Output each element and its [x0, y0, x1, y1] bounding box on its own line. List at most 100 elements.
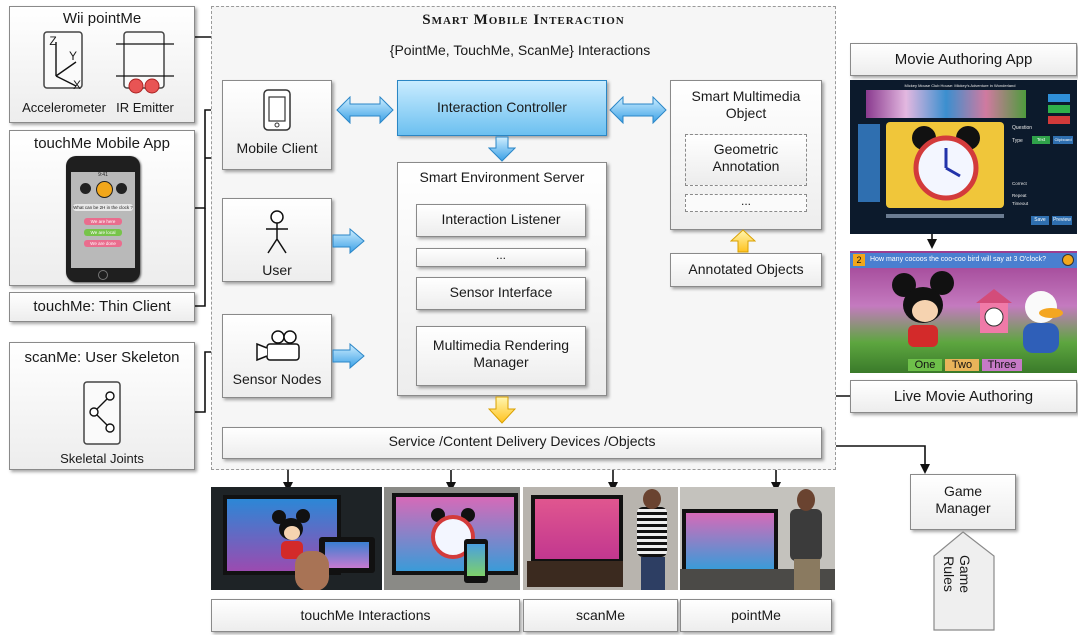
mickey-icon [892, 271, 954, 347]
game-rules-shape [933, 531, 995, 631]
ir-emitter-icon [116, 31, 174, 94]
interaction-listener-label: Interaction Listener [441, 211, 561, 227]
tv-screen-2 [392, 493, 518, 575]
live-movie-authoring-label: Live Movie Authoring [893, 388, 1034, 405]
person-legs [641, 557, 665, 590]
donald-icon [1023, 291, 1063, 353]
mickey-tv-icon [272, 509, 310, 559]
interaction-listener-box [416, 204, 586, 237]
pointme-photo [680, 487, 835, 590]
form-question-label: Question [1012, 125, 1033, 131]
phone-answer-2: We are local [84, 229, 122, 236]
touchme-photo-2 [384, 487, 520, 590]
touchme-app-title: touchMe Mobile App [34, 135, 170, 152]
touchme-interactions-caption-box [211, 599, 520, 632]
movie-app-title: Mickey Mouse Club House: Mickey's Advent… [904, 83, 1016, 88]
server-ellipsis-label: ... [495, 248, 506, 262]
accelerometer-icon [43, 31, 83, 89]
delivery-to-game-line [824, 441, 930, 474]
game-manager-box [910, 474, 1016, 530]
sensor-interface-box [416, 277, 586, 310]
smo-ellipsis-label: ... [740, 194, 751, 208]
quiz-question-bar [850, 253, 1077, 268]
form-text-button: Text [1032, 136, 1050, 144]
delivery-devices-box [222, 427, 822, 459]
thumbnail-strip [866, 90, 1026, 118]
form-clipboard-button: Clipboard [1053, 136, 1073, 144]
user-label: User [262, 262, 292, 278]
camera-icon [256, 330, 300, 362]
skeletal-joints-icon [83, 381, 121, 445]
hand-shape [295, 551, 329, 590]
touchme-photo-1 [211, 487, 382, 590]
person-shirt [637, 507, 667, 557]
game-rules-label: Game Rules [941, 554, 973, 594]
form-preview-button: Preview [1052, 216, 1072, 225]
cuckoo-clock-icon [976, 289, 1012, 333]
quiz-option-2: Two [945, 359, 979, 371]
frame-title: Smart Mobile Interaction [422, 12, 625, 28]
form-correct-label: Correct [1012, 181, 1027, 186]
interaction-controller-box [397, 80, 607, 136]
app-timeline [886, 214, 1004, 218]
tablet-screen [325, 542, 369, 568]
controller-smo-arrow-icon [609, 96, 667, 124]
server-ellipsis-box [416, 248, 586, 267]
mobile-client-label: Mobile Client [236, 140, 318, 156]
user-icon [266, 210, 288, 254]
client-controller-arrow-icon [336, 96, 394, 124]
clock-tv-icon [431, 508, 475, 559]
quiz-play-icon [1062, 254, 1074, 266]
movie-authoring-app-box [850, 43, 1077, 76]
annotated-to-smo-arrow-icon [730, 229, 756, 253]
pointme-caption: pointMe [731, 607, 781, 623]
sensor-nodes-label: Sensor Nodes [232, 371, 322, 387]
phone-screen-photo [467, 544, 485, 576]
tablet-icon [263, 89, 291, 131]
multimedia-rendering-manager-label: Multimedia Rendering Manager [432, 337, 570, 370]
quiz-number: 2 [853, 254, 865, 266]
phone-next-button-icon [116, 183, 127, 194]
app-side-button-1 [1048, 94, 1070, 102]
tv-screen-3 [531, 495, 623, 563]
phone-play-button-icon [96, 181, 113, 198]
tv-screen-4 [682, 509, 778, 573]
app-side-button-2 [1048, 105, 1070, 113]
phone-question: What can be 2H in the clock ? [73, 204, 133, 211]
movie-authoring-app-label: Movie Authoring App [894, 51, 1033, 68]
smo-title: Smart Multimedia Object [691, 88, 801, 121]
annotated-objects-box [670, 253, 822, 287]
scanme-caption: scanMe [575, 607, 626, 623]
sensor-interface-label: Sensor Interface [449, 284, 553, 300]
form-save-button: Save [1031, 216, 1049, 225]
game-manager-label: Game Manager [935, 483, 991, 516]
app-side-button-3 [1048, 116, 1070, 124]
thin-client-label: touchMe: Thin Client [33, 298, 171, 315]
person2-shirt [790, 509, 822, 561]
live-quiz-screenshot: 2 How many cocoos the coo-coo bird will … [850, 251, 1077, 373]
pointme-caption-box [680, 599, 832, 632]
multimedia-rendering-manager-box [416, 326, 586, 386]
form-repeat-label: Repeat [1012, 193, 1027, 198]
smo-ellipsis-box [685, 194, 807, 212]
phone-answer-1: We are here [84, 218, 122, 225]
server-title: Smart Environment Server [419, 169, 585, 185]
phone-prev-button-icon [80, 183, 91, 194]
scanme-caption-box [523, 599, 678, 632]
phone-answer-3: We are done [84, 240, 122, 247]
wii-title: Wii pointMe [62, 10, 142, 27]
controller-to-server-arrow-icon [488, 136, 516, 162]
form-timeout-label: Timeout [1012, 201, 1029, 206]
live-movie-authoring-box [850, 380, 1077, 413]
interactions-caption: {PointMe, TouchMe, ScanMe} Interactions [389, 42, 651, 58]
delivery-devices-label: Service /Content Delivery Devices /Objec… [388, 433, 656, 449]
quiz-option-1: One [908, 359, 942, 371]
server-to-delivery-arrow-icon [488, 396, 516, 424]
annotated-objects-label: Annotated Objects [688, 261, 804, 277]
ir-emitter-label: IR Emitter [116, 100, 174, 115]
geometric-annotation-label: Geometric Annotation [712, 141, 780, 174]
touchme-interactions-caption: touchMe Interactions [300, 607, 431, 623]
thin-client-box [9, 292, 195, 322]
sensor-to-server-arrow-icon [332, 343, 365, 369]
geometric-annotation-box [685, 134, 807, 186]
